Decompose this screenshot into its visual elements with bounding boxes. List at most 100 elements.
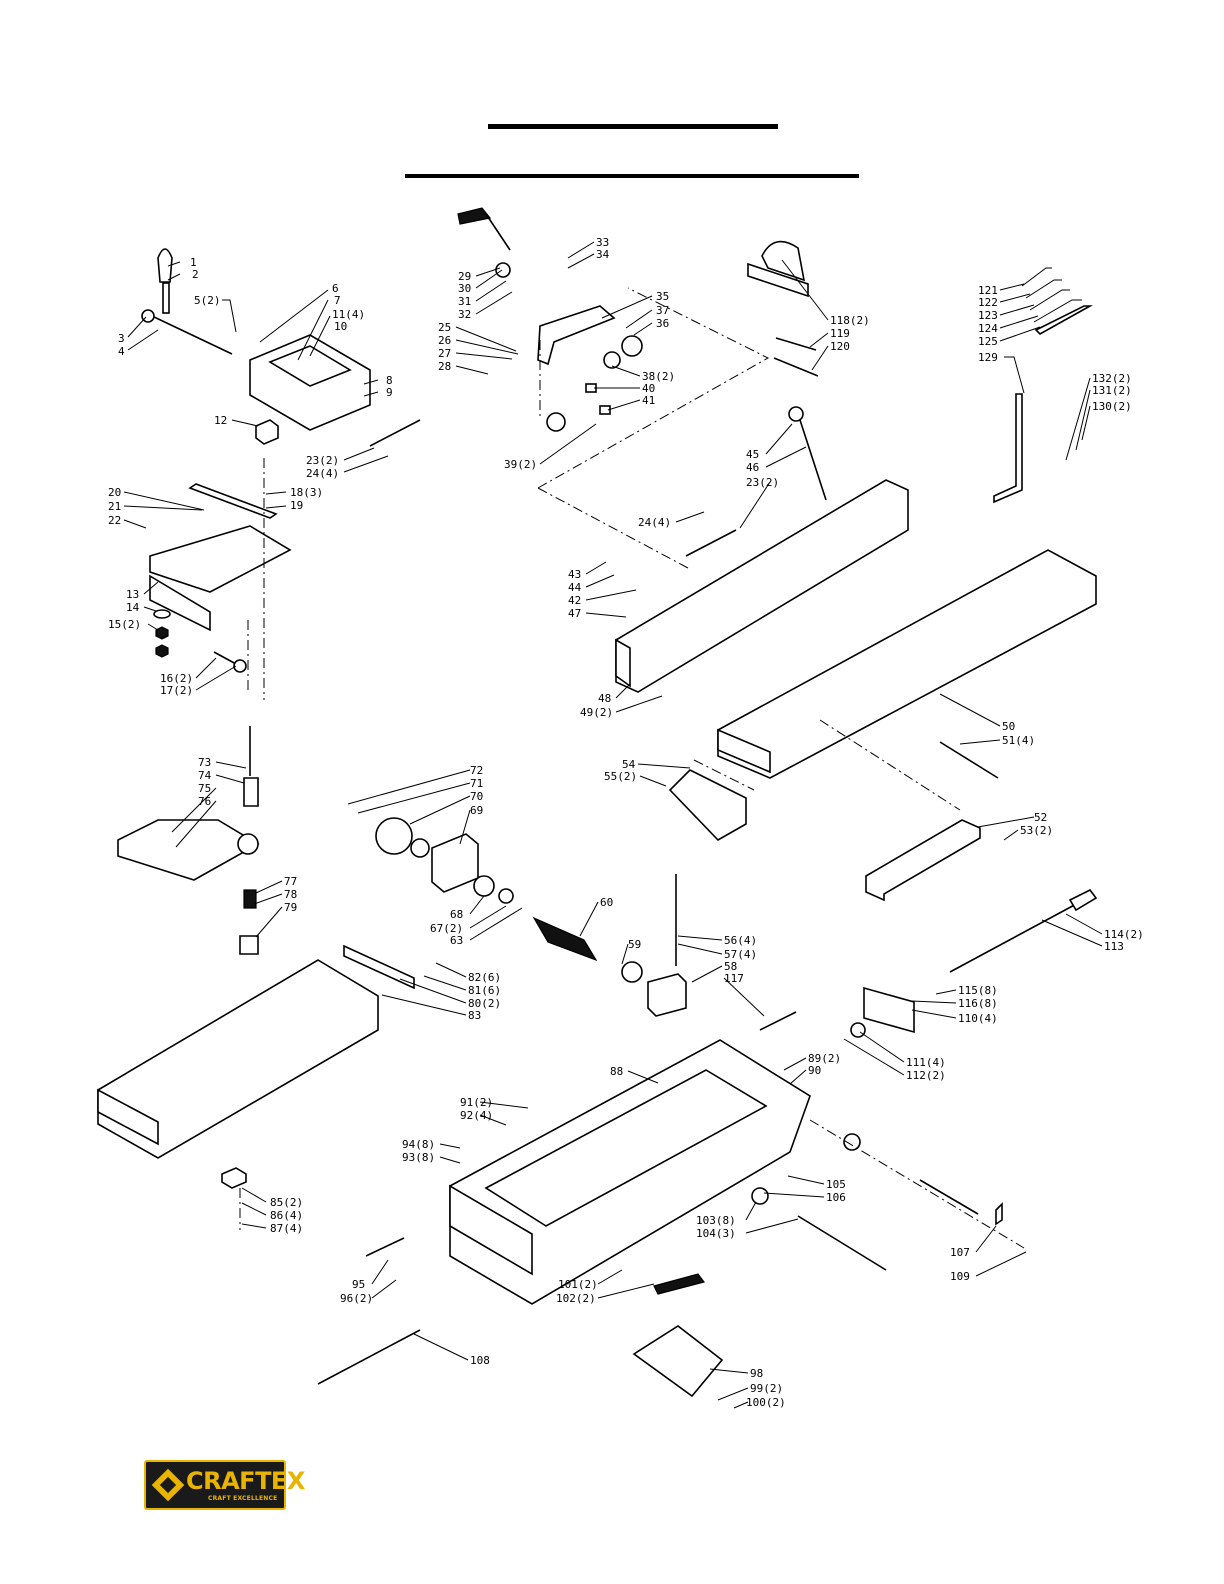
callout-label: 92(4) (460, 1109, 493, 1122)
callout-label: 24(4) (306, 467, 339, 480)
callout-label: 28 (438, 360, 451, 373)
callout-label: 86(4) (270, 1209, 303, 1222)
callout-label: 112(2) (906, 1069, 946, 1082)
gib-80 (343, 944, 415, 990)
shaft-104 (797, 1215, 887, 1271)
callout-label: 131(2) (1092, 384, 1132, 397)
callout-label: 19 (290, 499, 303, 512)
roller-39 (546, 412, 566, 432)
craftex-logo: CRAFTEX CRAFT EXCELLENCE (144, 1460, 305, 1510)
support-bracket (993, 393, 1023, 504)
callout-label: 24(4) (638, 516, 671, 529)
callout-label: 23(2) (746, 476, 779, 489)
callout-label: 40 (642, 382, 655, 395)
callout-label: 75 (198, 782, 211, 795)
callout-label: 93(8) (402, 1151, 435, 1164)
callout-label: 44 (568, 581, 582, 594)
bushing-103 (751, 1187, 769, 1205)
callout-label: 87(4) (270, 1222, 303, 1235)
fence-bracket (537, 305, 616, 366)
fence-stem-46 (799, 419, 827, 501)
callout-label: 58 (724, 960, 737, 973)
callout-label: 116(8) (958, 997, 998, 1010)
callout-label: 114(2) (1104, 928, 1144, 941)
callout-label: 18(3) (290, 486, 323, 499)
lock-rod (485, 213, 511, 251)
callout-label: 30 (458, 282, 471, 295)
callout-label: 15(2) (108, 618, 141, 631)
callout-label: 91(2) (460, 1096, 493, 1109)
callout-label: 102(2) (556, 1292, 596, 1305)
title-rule-top (488, 124, 778, 129)
callout-label: 32 (458, 308, 471, 321)
callout-label: 121 (978, 284, 998, 297)
callout-label: 25 (438, 321, 451, 334)
guard-plate-54 (668, 769, 747, 842)
lock-lever-102 (653, 1273, 706, 1295)
bearing-block-69 (431, 833, 479, 893)
callout-label: 47 (568, 607, 581, 620)
callout-label: 38(2) (642, 370, 675, 383)
callout-label: 110(4) (958, 1012, 998, 1025)
callout-label: 31 (458, 295, 471, 308)
callout-label: 37 (656, 304, 669, 317)
callout-label: 5(2) (194, 294, 221, 307)
callout-label: 60 (600, 896, 613, 909)
callout-label: 111(4) (906, 1056, 946, 1069)
guard-bracket-lip (149, 574, 211, 632)
callout-label: 6 (332, 282, 339, 295)
base-88-front (449, 1184, 533, 1276)
callout-label: 73 (198, 756, 211, 769)
callout-label: 23(2) (306, 454, 339, 467)
callout-label: 21 (108, 500, 121, 513)
callout-label: 99(2) (750, 1382, 783, 1395)
brand-tagline: CRAFT EXCELLENCE (208, 1495, 278, 1502)
callout-label: 59 (628, 938, 641, 951)
fence-bar-end (615, 638, 631, 688)
callout-label: 51(4) (1002, 734, 1035, 747)
callout-label: 85(2) (270, 1196, 303, 1209)
lock-handle (457, 207, 492, 225)
lock-knob (495, 262, 511, 278)
callout-label: 90 (808, 1064, 821, 1077)
callout-label: 54 (622, 758, 636, 771)
table-rod-51 (939, 741, 999, 779)
pin-95 (365, 1237, 405, 1257)
knob-114 (1068, 888, 1098, 912)
callout-label: 123 (978, 309, 998, 322)
callout-label: 29 (458, 270, 471, 283)
callout-label: 106 (826, 1191, 846, 1204)
callout-label: 14 (126, 601, 140, 614)
rod-113 (949, 901, 1081, 973)
callout-label: 2 (192, 268, 199, 281)
clip-67 (498, 888, 514, 904)
callout-label: 76 (198, 795, 211, 808)
callout-label: 35 (656, 290, 669, 303)
infeed-table-side (97, 1088, 159, 1146)
wrench-120 (773, 357, 819, 377)
callout-label: 45 (746, 448, 759, 461)
shaft-106 (919, 1179, 979, 1215)
lever-stud (162, 282, 170, 314)
guard-hub (237, 833, 259, 855)
callout-label: 4 (118, 345, 125, 358)
hex-key-125 (1034, 305, 1094, 335)
fence-bar (615, 479, 909, 693)
callout-label: 12 (214, 414, 227, 427)
guard-collar-79 (239, 935, 259, 955)
callout-label: 3 (118, 332, 125, 345)
nut-15b (155, 644, 169, 658)
bushing-90 (843, 1133, 861, 1151)
callout-label: 70 (470, 790, 483, 803)
callout-label: 48 (598, 692, 611, 705)
callout-label: 132(2) (1092, 372, 1132, 385)
nut-15 (155, 626, 169, 640)
bolt-117 (759, 1011, 797, 1031)
bearing-block-58 (647, 973, 687, 1017)
ring-71 (410, 838, 430, 858)
roller-36 (621, 335, 643, 357)
bracket-85 (221, 1167, 247, 1189)
callout-label: 74 (198, 769, 212, 782)
